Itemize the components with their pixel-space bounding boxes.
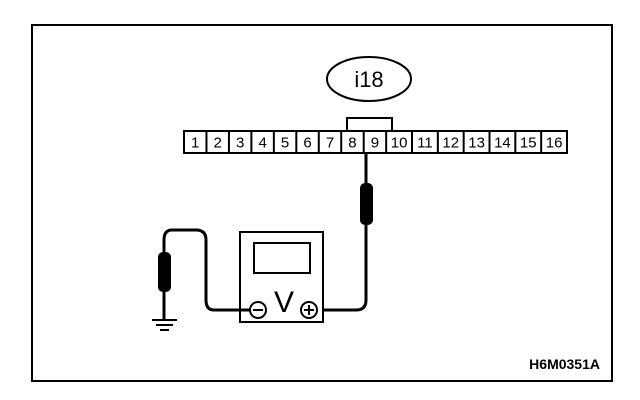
connector-housing bbox=[183, 130, 568, 154]
positive-lead-lower-wire bbox=[322, 225, 368, 312]
pin-label: 4 bbox=[258, 135, 266, 152]
pin-label: 14 bbox=[494, 135, 511, 152]
positive-terminal-icon bbox=[300, 301, 318, 319]
negative-test-lead bbox=[158, 228, 250, 320]
pin-label: 12 bbox=[442, 135, 459, 152]
connector-pin-cells bbox=[205, 131, 543, 153]
pin-label: 13 bbox=[468, 135, 485, 152]
figure-code: H6M0351A bbox=[529, 356, 600, 372]
pin-label: 11 bbox=[417, 135, 433, 152]
pin-label: 1 bbox=[191, 135, 199, 152]
pin-label: 3 bbox=[236, 135, 244, 152]
connector-lock-tab bbox=[346, 117, 393, 131]
diagram-frame bbox=[31, 24, 613, 382]
pin-label: 2 bbox=[214, 135, 222, 152]
connector-id-outline bbox=[326, 56, 412, 102]
connector-id-oval: i18 bbox=[326, 56, 412, 102]
pin-label: 10 bbox=[391, 135, 408, 152]
voltmeter-display bbox=[253, 242, 311, 274]
pin-label: 6 bbox=[303, 135, 311, 152]
pin-label: 16 bbox=[546, 135, 563, 152]
voltmeter-symbol: V bbox=[274, 286, 294, 319]
voltmeter: V bbox=[239, 231, 324, 323]
pin-label: 8 bbox=[348, 135, 356, 152]
positive-probe-handle bbox=[360, 183, 373, 225]
negative-lead-wire bbox=[162, 228, 250, 312]
positive-test-lead bbox=[322, 153, 373, 312]
pin-label: 15 bbox=[520, 135, 537, 152]
ground-icon bbox=[152, 319, 177, 331]
negative-probe-handle bbox=[158, 252, 171, 292]
pin-label: 9 bbox=[371, 135, 379, 152]
negative-terminal-icon bbox=[249, 301, 267, 319]
pin-label: 7 bbox=[326, 135, 334, 152]
pin-label: 5 bbox=[281, 135, 289, 152]
connector-id-label: i18 bbox=[354, 67, 383, 92]
